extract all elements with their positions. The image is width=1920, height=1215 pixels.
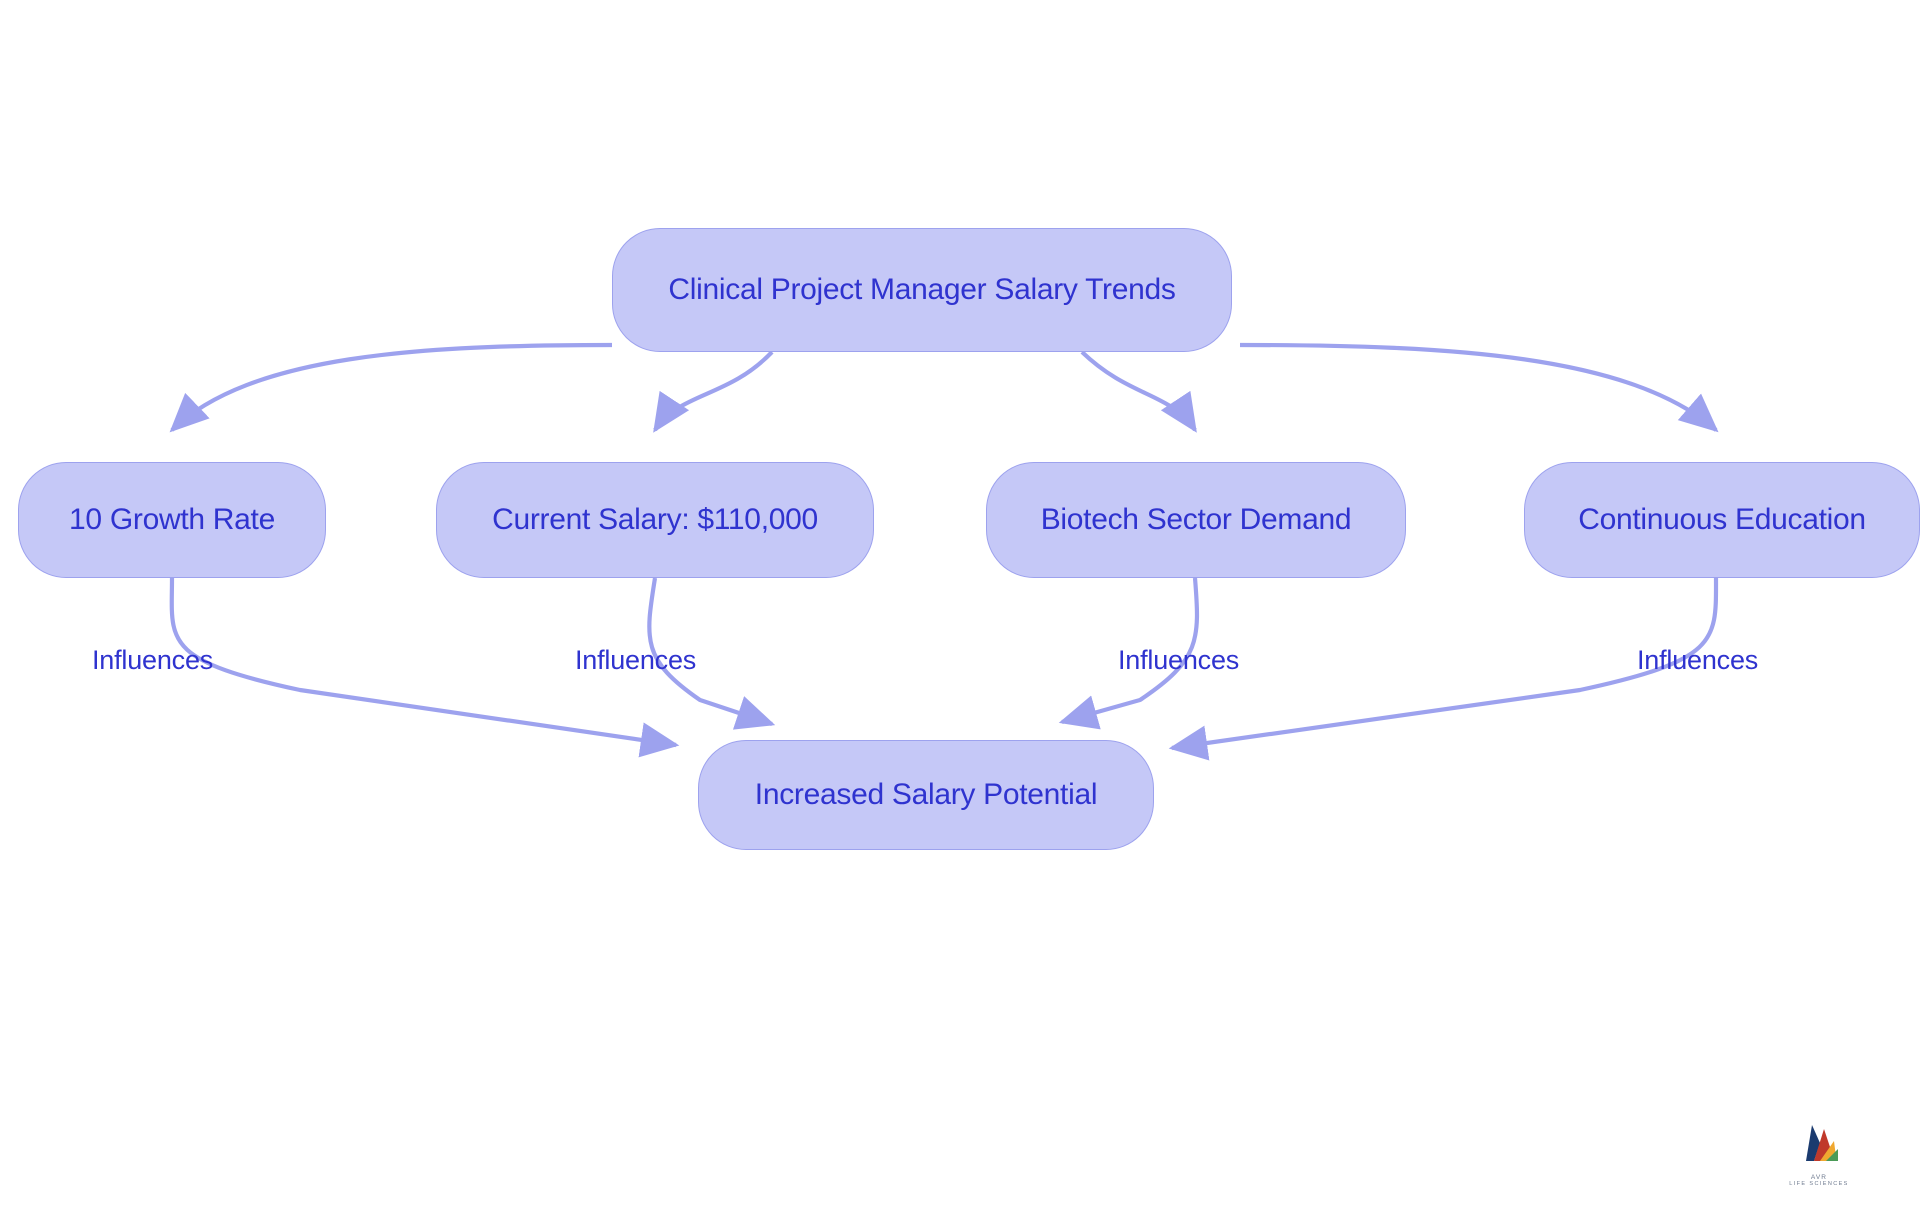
- logo-name: AVR: [1810, 1174, 1828, 1181]
- edge-label-growth-influences: Influences: [92, 645, 213, 676]
- edge-education-to-potential: [1168, 577, 1719, 761]
- node-increased-salary-potential-label: Increased Salary Potential: [754, 778, 1098, 811]
- node-growth-rate[interactable]: 10 Growth Rate: [18, 462, 326, 578]
- edge-salary-to-potential: [647, 577, 776, 730]
- node-root-label: Clinical Project Manager Salary Trends: [668, 273, 1176, 306]
- logo-text: AVR LIFE SCIENCES: [1754, 1174, 1884, 1187]
- node-growth-rate-label: 10 Growth Rate: [69, 503, 275, 536]
- edge-biotech-to-potential: [1058, 577, 1200, 730]
- node-root[interactable]: Clinical Project Manager Salary Trends: [612, 228, 1232, 352]
- edge-root-to-biotech: [1080, 350, 1197, 433]
- edge-growth-to-potential: [169, 577, 680, 758]
- node-biotech-demand-label: Biotech Sector Demand: [1040, 503, 1352, 536]
- node-current-salary-label: Current Salary: $110,000: [492, 503, 818, 536]
- edge-root-to-education: [1239, 342, 1719, 433]
- node-current-salary[interactable]: Current Salary: $110,000: [436, 462, 874, 578]
- edge-label-biotech-influences: Influences: [1118, 645, 1239, 676]
- node-continuous-education[interactable]: Continuous Education: [1524, 462, 1920, 578]
- node-increased-salary-potential[interactable]: Increased Salary Potential: [698, 740, 1154, 850]
- edge-label-education-influences: Influences: [1637, 645, 1758, 676]
- edge-root-to-growth: [169, 342, 613, 433]
- logo-tagline: LIFE SCIENCES: [1789, 1181, 1849, 1187]
- logo-mark-icon: [1806, 1125, 1838, 1161]
- edge-label-salary-influences: Influences: [575, 645, 696, 676]
- node-continuous-education-label: Continuous Education: [1578, 503, 1866, 536]
- edge-root-to-salary: [653, 350, 774, 433]
- edge-label-text: Influences: [575, 645, 697, 675]
- edge-label-text: Influences: [92, 645, 214, 675]
- edge-label-text: Influences: [1118, 645, 1240, 675]
- avr-life-sciences-logo: AVR LIFE SCIENCES: [1754, 1117, 1884, 1189]
- node-biotech-demand[interactable]: Biotech Sector Demand: [986, 462, 1406, 578]
- edge-label-text: Influences: [1637, 645, 1759, 675]
